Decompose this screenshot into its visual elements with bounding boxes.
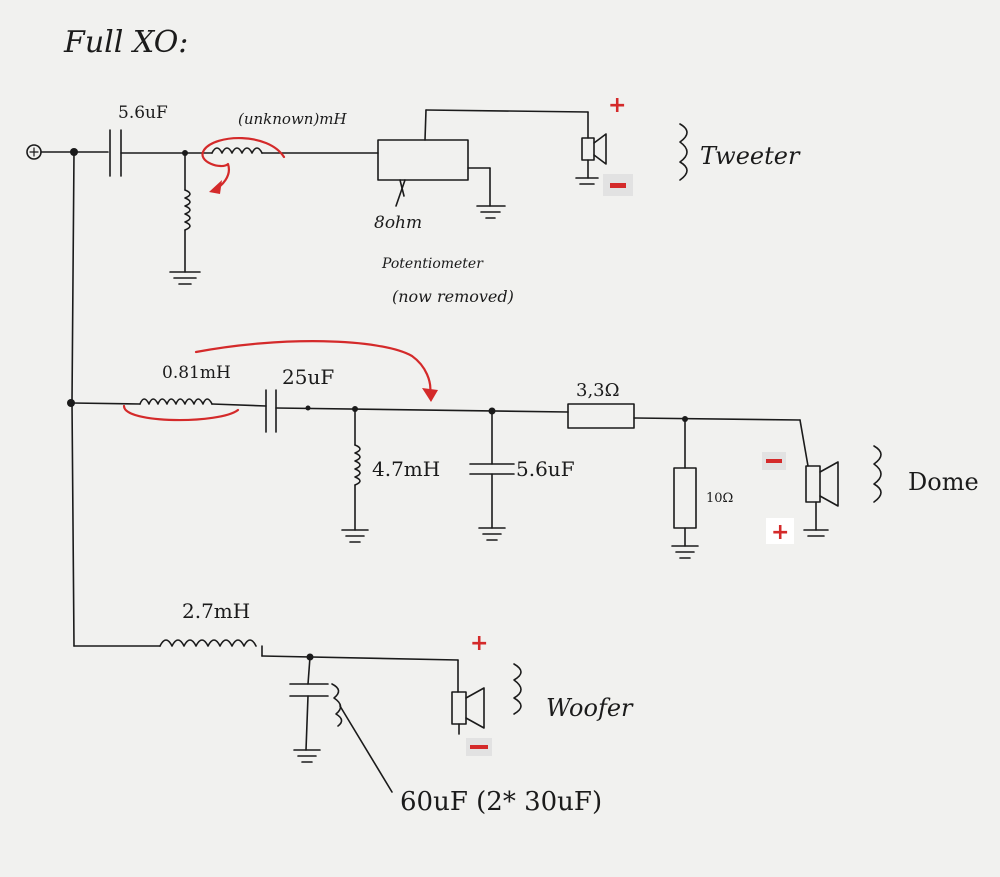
pot-label-note: (now removed) — [392, 287, 514, 306]
tweeter-cap-label: 5.6uF — [118, 103, 168, 123]
dome-driver — [799, 419, 839, 537]
woofer-brace — [513, 663, 522, 715]
dome-series-resistor — [567, 403, 801, 429]
tweeter-driver — [575, 111, 607, 185]
woofer-cap-label: 60uF (2* 30uF) — [400, 787, 602, 817]
tweeter-shunt-inductor — [169, 150, 201, 285]
pot-label-ohm: 8ohm — [374, 213, 422, 233]
dome-minus-badge — [762, 452, 786, 470]
tweeter-brace — [679, 123, 688, 181]
tweeter-label: Tweeter — [700, 142, 801, 170]
dome-shunt-inductor — [341, 406, 369, 543]
tweeter-plus-sign: + — [608, 93, 626, 118]
red-dome-annotation — [122, 340, 438, 422]
woofer-plus-sign: + — [470, 631, 488, 656]
potentiometer — [377, 109, 589, 219]
woofer-coil-label: 2.7mH — [182, 599, 250, 623]
woofer-series-inductor — [73, 639, 459, 661]
woofer-minus-badge — [466, 738, 492, 756]
dome-shunt-cap-label: 5.6uF — [516, 457, 575, 481]
woofer-label: Woofer — [546, 694, 634, 722]
dome-shunt-coil-label: 4.7mH — [372, 457, 440, 481]
dome-shunt-res-label: 10Ω — [706, 491, 733, 506]
dome-brace — [873, 445, 882, 503]
dome-series-res-label: 3,3Ω — [576, 380, 620, 401]
dome-label: Dome — [908, 468, 979, 496]
pot-label-name: Potentiometer — [381, 256, 484, 272]
dome-shunt-resistor — [671, 416, 699, 559]
woofer-shunt-capacitor — [289, 653, 329, 763]
dome-series-inductor — [71, 398, 267, 407]
dome-series-capacitor — [265, 389, 569, 433]
red-coil-annotation — [201, 136, 286, 194]
dome-cap-label: 25uF — [282, 365, 334, 389]
dome-plus-badge: + — [766, 518, 794, 545]
woofer-driver — [451, 659, 485, 735]
tweeter-coil-label: (unknown)mH — [238, 110, 348, 128]
svg-text:+: + — [771, 520, 789, 545]
input-terminal — [26, 144, 42, 160]
main-bus-wire — [40, 148, 109, 647]
schematic-title: Full XO: — [63, 25, 188, 60]
woofer-cap-callout — [331, 683, 393, 793]
tweeter-series-capacitor — [109, 129, 186, 177]
tweeter-minus-badge — [603, 174, 633, 196]
dome-coil-label: 0.81mH — [162, 363, 231, 383]
dome-shunt-capacitor — [469, 407, 515, 541]
